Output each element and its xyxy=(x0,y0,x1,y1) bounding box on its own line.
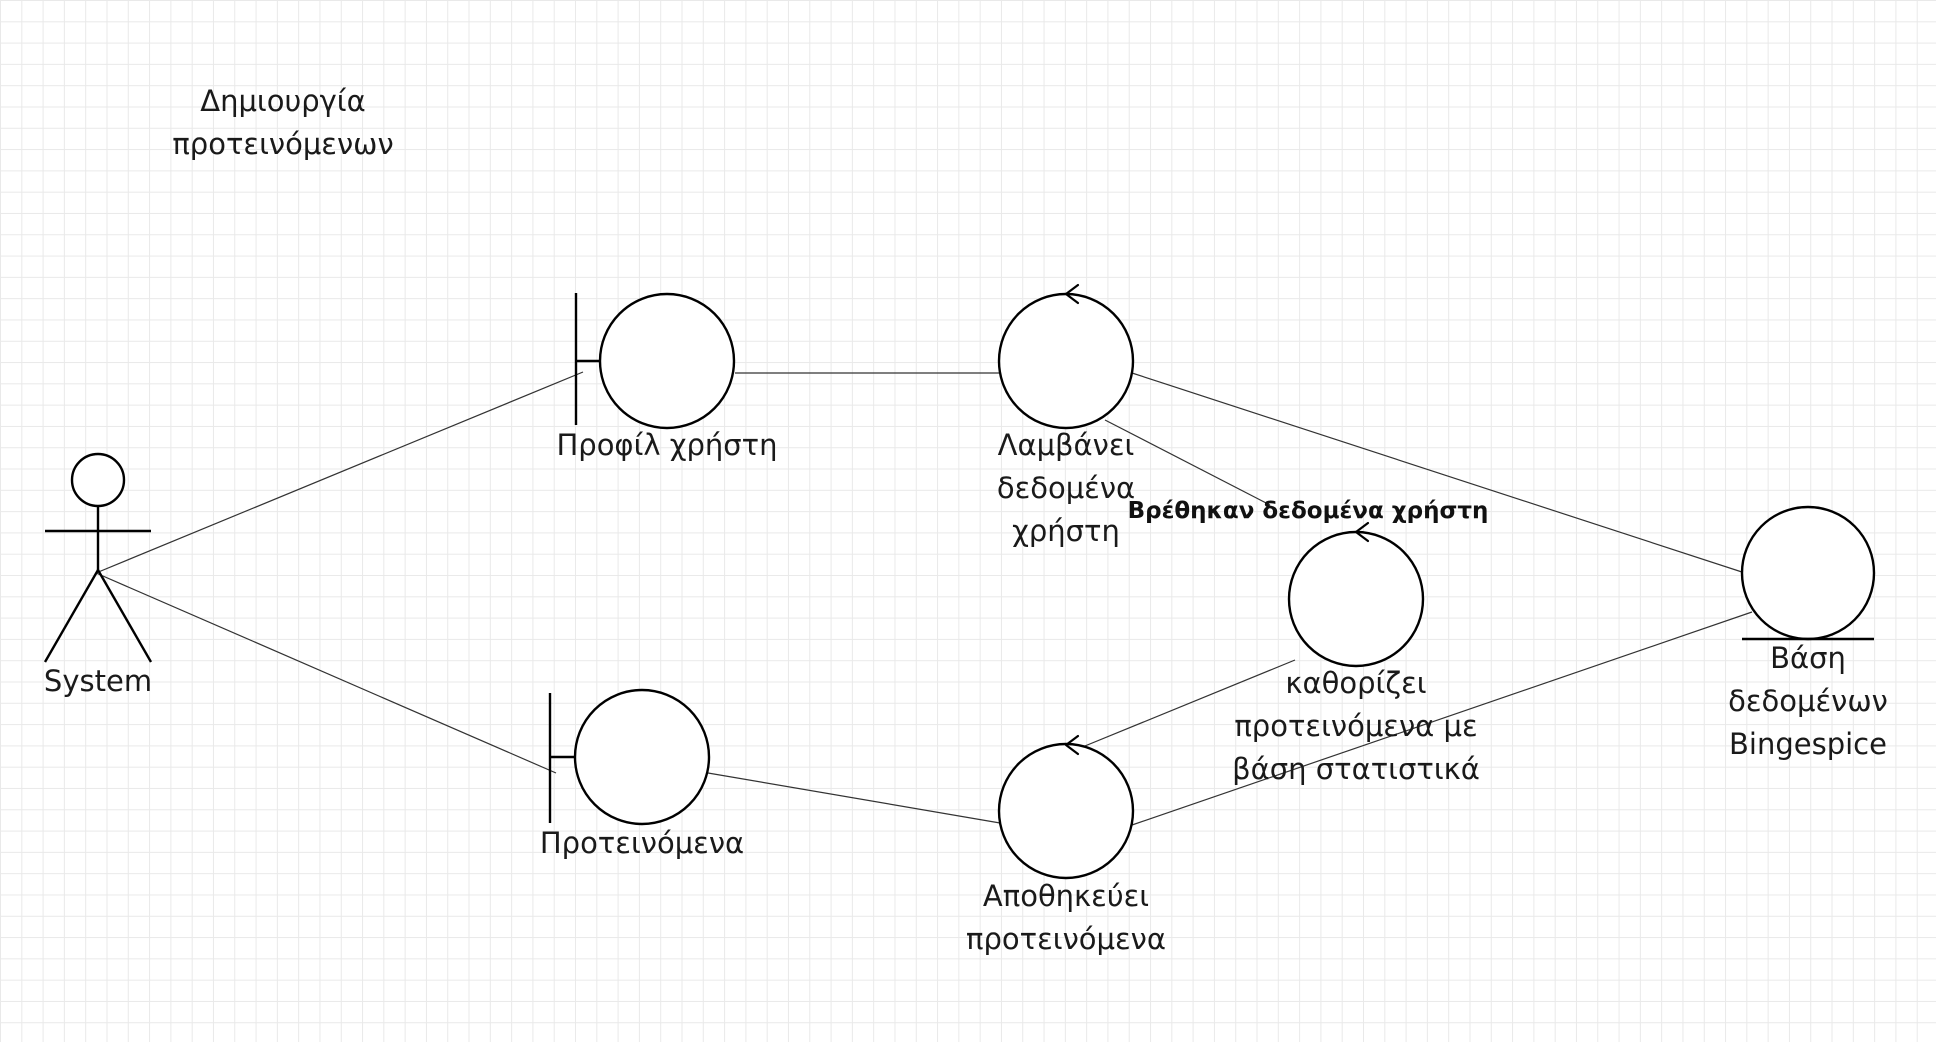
entity-database[interactable] xyxy=(1740,505,1876,641)
actor-right-leg xyxy=(96,569,153,663)
connector-recommended-to-store[interactable] xyxy=(707,772,1001,824)
connector-receive-data-to-database[interactable] xyxy=(1131,372,1746,574)
control-circle xyxy=(1287,530,1425,668)
connector-receive-data-to-determine[interactable] xyxy=(1104,419,1271,506)
control-determine-recommended-label: καθορίζει προτεινόμενα με βάση στατιστικ… xyxy=(1232,666,1480,786)
control-determine-recommended[interactable] xyxy=(1287,521,1425,668)
control-circle xyxy=(997,292,1135,430)
boundary-recommended[interactable] xyxy=(548,688,711,826)
control-arrow-icon xyxy=(1354,521,1370,543)
control-arrow-icon xyxy=(1064,734,1080,756)
entity-circle xyxy=(1740,505,1876,641)
actor-left-leg xyxy=(43,569,100,663)
system-actor[interactable] xyxy=(43,452,153,663)
boundary-profile[interactable] xyxy=(574,292,736,430)
entity-database-label: Βάση δεδομένων Bingespice xyxy=(1728,641,1888,761)
connector-actor-to-profile[interactable] xyxy=(95,371,584,574)
connector-determine-to-store[interactable] xyxy=(1079,659,1296,749)
control-store-recommended-label: Αποθηκεύει προτεινόμενα xyxy=(966,879,1166,956)
control-store-recommended[interactable] xyxy=(997,734,1135,880)
actor-head xyxy=(70,452,126,508)
actor-label: System xyxy=(43,664,153,698)
control-receive-user-data-label: Λαμβάνει δεδομένα χρήστη xyxy=(996,428,1136,548)
control-circle xyxy=(997,742,1135,880)
control-arrow-icon xyxy=(1064,283,1080,305)
boundary-profile-label: Προφίλ χρήστη xyxy=(556,428,778,462)
boundary-recommended-label: Προτεινόμενα xyxy=(539,826,745,860)
control-receive-user-data[interactable] xyxy=(997,283,1135,430)
diagram-title: Δημιουργία προτεινόμενων xyxy=(172,84,394,161)
connector-store-to-database[interactable] xyxy=(1131,611,1753,826)
connector-actor-to-recommended[interactable] xyxy=(95,572,557,774)
edge-label-found-user-data: Βρέθηκαν δεδομένα χρήστη xyxy=(1127,498,1489,524)
boundary-circle xyxy=(598,292,736,430)
boundary-circle xyxy=(573,688,711,826)
